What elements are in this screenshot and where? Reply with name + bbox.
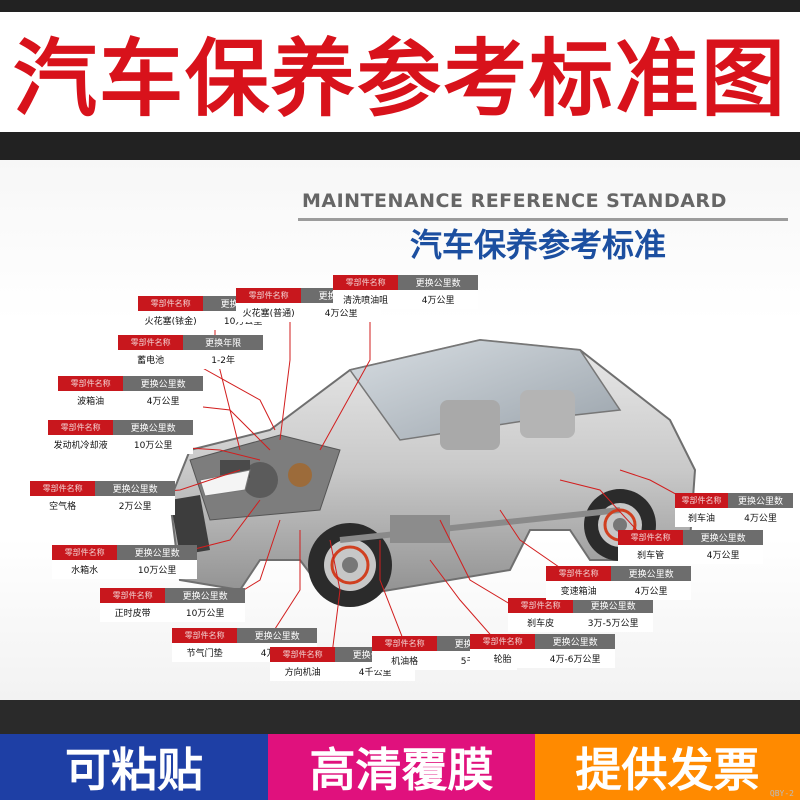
part-card-air-filter: 零部件名称更换公里数 空气格 2万公里 [30, 481, 175, 515]
card-part-header: 零部件名称 [118, 335, 184, 350]
part-card-transmission-oil: 零部件名称更换公里数 变速箱油 4万公里 [546, 566, 691, 600]
part-name: 清洗喷油咀 [343, 296, 389, 306]
card-part-header: 零部件名称 [30, 481, 96, 496]
part-card-timing-belt: 零部件名称更换公里数 正时皮带 10万公里 [100, 588, 245, 622]
part-name: 刹车油 [688, 514, 716, 524]
part-card-gearbox-oil: 零部件名称更换公里数 波箱油 4万公里 [58, 376, 203, 410]
card-km-header: 更换公里数 [113, 420, 193, 435]
top-banner: 汽车保养参考标准图 [0, 0, 800, 160]
poster-content: MAINTENANCE REFERENCE STANDARD 汽车保养参考标准 [0, 160, 800, 700]
card-part-header: 零部件名称 [470, 634, 536, 649]
card-km-header: 更换公里数 [683, 530, 763, 545]
card-part-header: 零部件名称 [58, 376, 124, 391]
card-part-header: 零部件名称 [270, 647, 336, 662]
part-name: 火花塞(铱金) [144, 317, 197, 327]
part-name: 刹车皮 [527, 619, 555, 629]
part-interval: 3万-5万公里 [587, 619, 639, 629]
part-name: 波箱油 [77, 397, 105, 407]
title-underline [298, 218, 788, 221]
card-km-header: 更换公里数 [611, 566, 691, 581]
part-card-tires: 零部件名称更换公里数 轮胎 4万-6万公里 [470, 634, 615, 668]
watermark: QBY-2 [769, 789, 794, 798]
card-part-header: 零部件名称 [100, 588, 166, 603]
part-interval: 10万公里 [223, 317, 263, 327]
part-interval: 4万公里 [324, 309, 358, 319]
part-name: 蓄电池 [137, 356, 165, 366]
part-interval: 4万公里 [421, 296, 455, 306]
part-name: 刹车管 [637, 551, 665, 561]
card-part-header: 零部件名称 [52, 545, 118, 560]
card-years-header: 更换年限 [183, 335, 263, 350]
page-title: 汽车保养参考标准图 [0, 12, 800, 132]
part-card-brake-pads: 零部件名称更换公里数 刹车皮 3万-5万公里 [508, 598, 653, 632]
part-interval: 4万公里 [744, 514, 777, 524]
card-km-header: 更换公里数 [573, 598, 653, 613]
badge-hd-laminated: 高清覆膜 [268, 734, 535, 800]
card-part-header: 零部件名称 [138, 296, 204, 311]
part-name: 正时皮带 [114, 609, 151, 619]
part-interval: 10万公里 [185, 609, 225, 619]
bottom-badge-bar: 可粘贴 高清覆膜 提供发票 QBY-2 [0, 700, 800, 800]
badge-stickable: 可粘贴 [0, 734, 268, 800]
part-name: 机油格 [391, 657, 419, 667]
part-name: 空气格 [49, 502, 77, 512]
card-part-header: 零部件名称 [172, 628, 238, 643]
chinese-subtitle: 汽车保养参考标准 [410, 226, 667, 264]
part-card-injector-cleaning: 零部件名称更换公里数 清洗喷油咀 4万公里 [333, 275, 478, 309]
part-card-brake-line: 零部件名称更换公里数 刹车管 4万公里 [618, 530, 763, 564]
part-interval: 4万公里 [146, 397, 180, 407]
part-interval: 4万公里 [634, 587, 668, 597]
card-km-header: 更换公里数 [123, 376, 203, 391]
part-interval: 1-2年 [211, 356, 235, 366]
card-part-header: 零部件名称 [48, 420, 114, 435]
part-name: 火花塞(普通) [242, 309, 295, 319]
part-name: 变速箱油 [560, 587, 597, 597]
card-km-header: 更换公里数 [237, 628, 317, 643]
part-interval: 10万公里 [137, 566, 177, 576]
part-interval: 2万公里 [118, 502, 152, 512]
card-km-header: 更换公里数 [165, 588, 245, 603]
badge-invoice-provided: 提供发票 [535, 734, 800, 800]
card-part-header: 零部件名称 [546, 566, 612, 581]
part-interval: 10万公里 [133, 441, 173, 451]
part-interval: 4万公里 [706, 551, 740, 561]
part-card-engine-coolant: 零部件名称更换公里数 发动机冷却液 10万公里 [48, 420, 193, 454]
card-km-header: 更换公里数 [728, 493, 793, 508]
part-card-radiator-water: 零部件名称更换公里数 水箱水 10万公里 [52, 545, 197, 579]
card-km-header: 更换公里数 [95, 481, 175, 496]
part-name: 水箱水 [71, 566, 99, 576]
part-card-brake-fluid: 零部件名称更换公里数 刹车油 4万公里 [675, 493, 793, 527]
part-interval: 4千公里 [358, 668, 392, 678]
card-km-header: 更换公里数 [117, 545, 197, 560]
card-part-header: 零部件名称 [618, 530, 684, 545]
part-name: 轮胎 [493, 655, 512, 665]
part-card-battery: 零部件名称更换年限 蓄电池 1-2年 [118, 335, 263, 369]
part-name: 方向机油 [284, 668, 321, 678]
card-part-header: 零部件名称 [508, 598, 574, 613]
card-part-header: 零部件名称 [236, 288, 302, 303]
card-km-header: 更换公里数 [535, 634, 615, 649]
english-title: MAINTENANCE REFERENCE STANDARD [302, 190, 727, 212]
card-part-header: 零部件名称 [333, 275, 399, 290]
part-name: 发动机冷却液 [53, 441, 108, 451]
card-part-header: 零部件名称 [372, 636, 438, 651]
card-part-header: 零部件名称 [675, 493, 729, 508]
part-interval: 4万-6万公里 [549, 655, 601, 665]
part-name: 节气门垫 [186, 649, 223, 659]
card-km-header: 更换公里数 [398, 275, 478, 290]
